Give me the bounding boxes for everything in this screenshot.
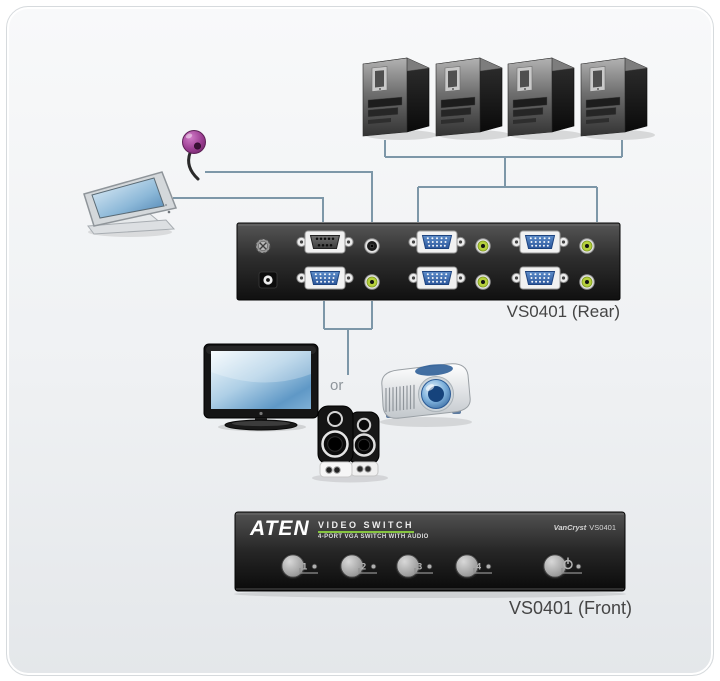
button-label-4: 4 <box>476 563 482 573</box>
vga-input-port-icon <box>511 266 569 290</box>
power-button <box>541 552 582 580</box>
port-select-button-3: 3 <box>394 552 433 580</box>
speakers-icon <box>312 405 388 483</box>
vga-input-port-icon <box>511 230 569 254</box>
grounding-screw-icon <box>255 238 271 254</box>
port-select-button-1: 1 <box>279 552 318 580</box>
or-label: or <box>330 377 344 394</box>
audio-input-jack-icon <box>475 274 491 290</box>
button-label-3: 3 <box>417 563 422 573</box>
touch-panel-line <box>173 197 324 222</box>
computer-tower-icon <box>435 57 511 141</box>
audio-output-jack-icon <box>364 274 380 290</box>
front-panel-label: VS0401 (Front) <box>508 598 632 618</box>
microphone-icon <box>182 130 206 181</box>
button-label-2: 2 <box>361 563 366 573</box>
port-select-button-4: 4 <box>453 552 492 580</box>
dc-power-jack-icon <box>258 271 278 289</box>
computer-tower-icon <box>580 57 656 141</box>
model-number: VS0401 <box>589 523 616 532</box>
logo-green-rule <box>318 531 414 533</box>
product-subtitle: 4-PORT VGA SWITCH WITH AUDIO <box>318 534 429 540</box>
audio-input-jack-icon <box>579 238 595 254</box>
db9-serial-port-icon <box>296 230 354 254</box>
audio-input-jack-icon <box>475 238 491 254</box>
port-select-button-2: 2 <box>338 552 377 580</box>
product-name: VIDEO SWITCH <box>318 520 415 530</box>
power-icon <box>563 557 573 570</box>
microphone-line <box>205 171 373 222</box>
button-led-4 <box>485 563 492 570</box>
lcd-monitor-icon <box>203 343 319 432</box>
button-led-3 <box>426 563 433 570</box>
projector-icon <box>380 363 472 427</box>
button-led-2 <box>370 563 377 570</box>
computers-bracket-line <box>384 140 623 222</box>
vga-output-port-icon <box>296 266 354 290</box>
button-label-1: 1 <box>302 563 307 573</box>
rear-panel <box>236 222 621 301</box>
vga-input-port-icon <box>408 266 466 290</box>
power-led <box>575 563 582 570</box>
computer-tower-icon <box>362 57 438 141</box>
touch-screen-icon <box>83 171 178 237</box>
aten-logo: ATEN <box>250 517 310 540</box>
series-name: VanCryst <box>553 523 587 532</box>
computer-tower-icon <box>507 57 583 141</box>
vga-input-port-icon <box>408 230 466 254</box>
button-led-1 <box>311 563 318 570</box>
rear-panel-label: VS0401 (Rear) <box>506 302 620 321</box>
connection-lines <box>173 140 623 375</box>
mic-audio-jack-icon <box>364 238 380 254</box>
output-bracket-line <box>323 301 373 375</box>
audio-input-jack-icon <box>579 274 595 290</box>
